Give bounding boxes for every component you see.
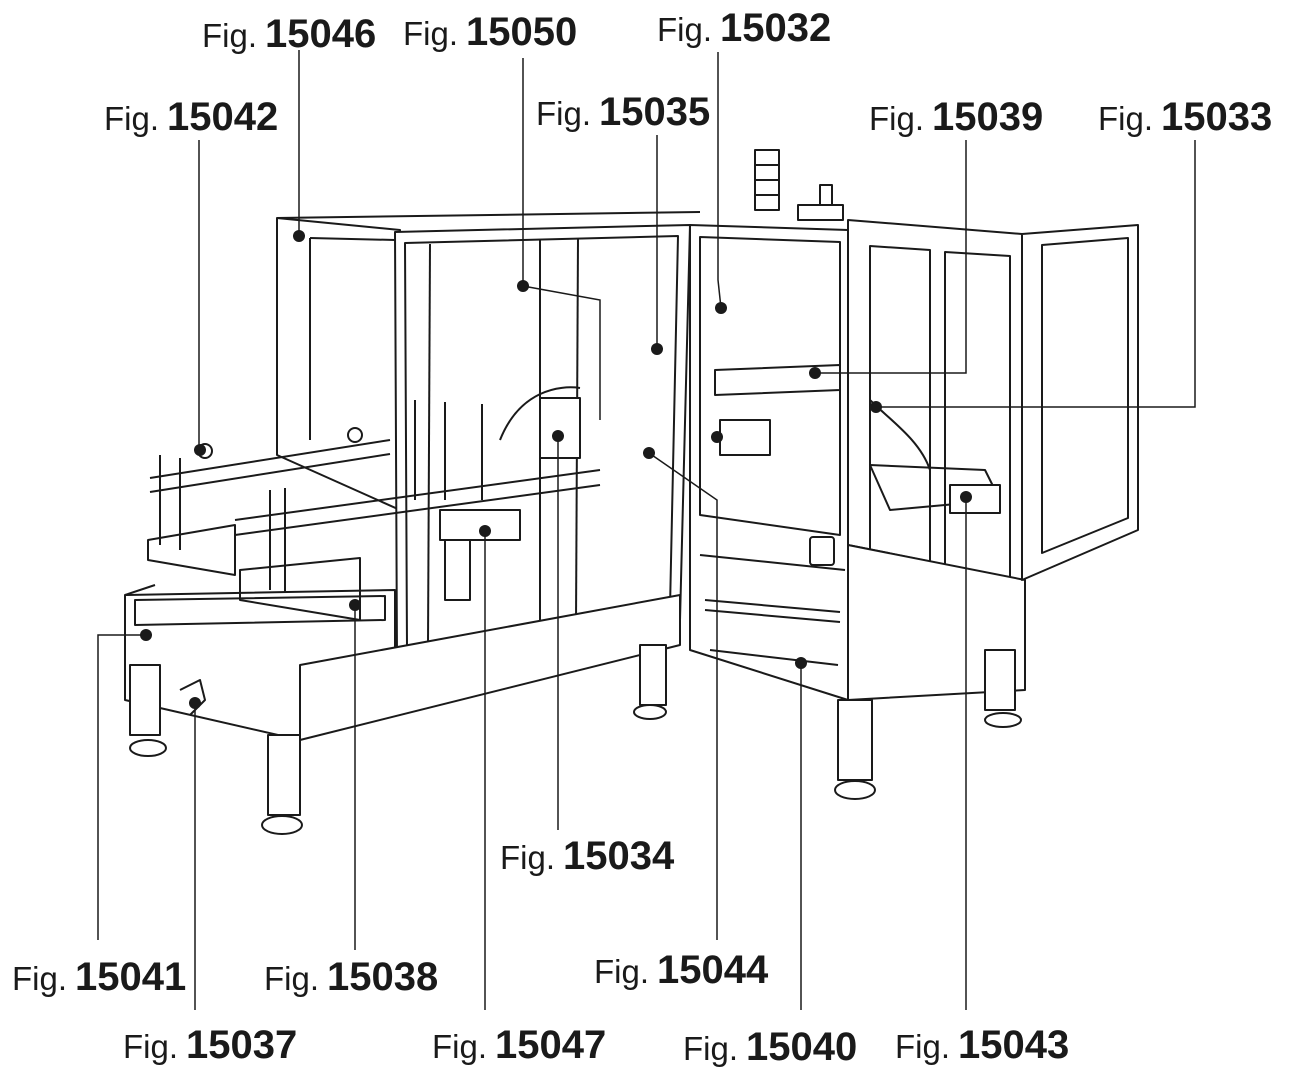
fig-prefix: Fig. — [123, 1028, 179, 1065]
conveyor-rails — [147, 427, 601, 621]
label-fig-15033: Fig.15033 — [1098, 97, 1272, 137]
fig-prefix: Fig. — [202, 17, 258, 54]
fig-number: 15043 — [958, 1023, 1070, 1067]
fig-prefix: Fig. — [432, 1028, 488, 1065]
fig-number: 15050 — [466, 10, 578, 54]
fig-number: 15040 — [746, 1025, 858, 1069]
fig-number: 15033 — [1161, 95, 1273, 139]
label-fig-15041: Fig.15041 — [12, 957, 186, 997]
label-fig-15043: Fig.15043 — [895, 1025, 1069, 1065]
fig-number: 15042 — [167, 95, 279, 139]
fig-prefix: Fig. — [104, 100, 160, 137]
label-fig-15042: Fig.15042 — [104, 97, 278, 137]
fig-number: 15038 — [327, 955, 439, 999]
label-fig-15040: Fig.15040 — [683, 1027, 857, 1067]
right-cabinet — [689, 224, 849, 701]
fig-prefix: Fig. — [12, 960, 68, 997]
right-panel-section — [847, 219, 1026, 701]
label-fig-15035: Fig.15035 — [536, 92, 710, 132]
label-fig-15032: Fig.15032 — [657, 8, 831, 48]
fig-prefix: Fig. — [536, 95, 592, 132]
fig-prefix: Fig. — [1098, 100, 1154, 137]
fig-number: 15034 — [563, 834, 675, 878]
label-fig-15039: Fig.15039 — [869, 97, 1043, 137]
fig-prefix: Fig. — [869, 100, 925, 137]
fig-number: 15047 — [495, 1023, 607, 1067]
fig-prefix: Fig. — [264, 960, 320, 997]
label-fig-15037: Fig.15037 — [123, 1025, 297, 1065]
fig-number: 15044 — [657, 948, 769, 992]
label-fig-15047: Fig.15047 — [432, 1025, 606, 1065]
fig-number: 15037 — [186, 1023, 298, 1067]
fig-number: 15046 — [265, 12, 377, 56]
top-equipment — [754, 149, 844, 221]
fig-prefix: Fig. — [403, 15, 459, 52]
guide-blocks — [414, 364, 1001, 601]
fig-number: 15032 — [720, 6, 832, 50]
fig-prefix: Fig. — [683, 1030, 739, 1067]
leader-lines — [97, 50, 1196, 1010]
label-fig-15038: Fig.15038 — [264, 957, 438, 997]
label-fig-15044: Fig.15044 — [594, 950, 768, 990]
fig-number: 15041 — [75, 955, 187, 999]
fig-prefix: Fig. — [657, 11, 713, 48]
fig-prefix: Fig. — [500, 839, 556, 876]
fig-number: 15035 — [599, 90, 711, 134]
legs — [129, 644, 1022, 835]
label-fig-15046: Fig.15046 — [202, 14, 376, 54]
label-fig-15050: Fig.15050 — [403, 12, 577, 52]
fig-prefix: Fig. — [594, 953, 650, 990]
label-fig-15034: Fig.15034 — [500, 836, 674, 876]
open-right-door — [1021, 224, 1139, 581]
fig-number: 15039 — [932, 95, 1044, 139]
fig-prefix: Fig. — [895, 1028, 951, 1065]
